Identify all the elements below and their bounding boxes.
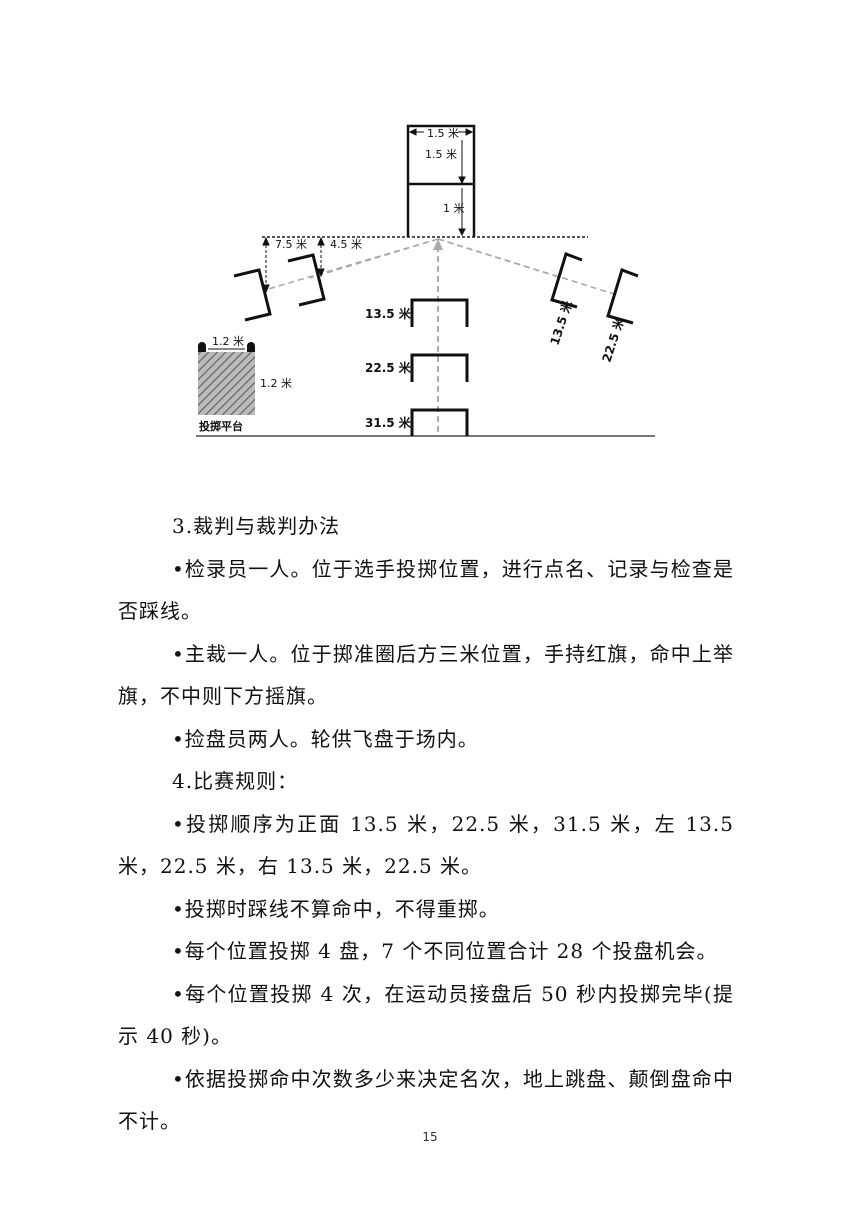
section3-item: •主裁一人。位于掷准圈后方三米位置，手持红旗，命中上举旗，不中则下方摇旗。: [118, 641, 734, 709]
section4-item: •投掷顺序为正面 13.5 米，22.5 米，31.5 米，左 13.5 米，2…: [118, 811, 734, 879]
diagonal-throw-lines: [264, 238, 615, 295]
document-body: 3.裁判与裁判办法 •检录员一人。位于选手投掷位置，进行点名、记录与检查是否踩线…: [0, 505, 860, 1143]
platform-post-left: [198, 342, 206, 352]
label-platform-name: 投掷平台: [199, 419, 243, 433]
center-target-2: [410, 353, 469, 382]
label-right-2: 22.5 米: [599, 315, 628, 364]
label-center-2: 22.5 米: [365, 360, 412, 375]
center-target-1: [410, 298, 469, 327]
label-right-1: 13.5 米: [547, 298, 576, 347]
right-target-2: [606, 268, 639, 325]
label-gap-1m: 1 米: [443, 202, 465, 215]
field-layout-diagram: 1.5 米 1.5 米 1 米 7.5 米 4.5 米 13.5 米 22.5 …: [196, 124, 655, 437]
section4-item: •依据投掷命中次数多少来决定名次，地上跳盘、颠倒盘命中不计。: [118, 1066, 734, 1134]
section3-heading: 3.裁判与裁判办法: [172, 514, 341, 538]
center-arrowhead: [433, 239, 443, 250]
label-center-1: 13.5 米: [365, 306, 412, 321]
label-top-height: 1.5 米: [425, 148, 457, 161]
section4-heading: 4.比赛规则：: [172, 769, 299, 793]
label-center-3: 31.5 米: [365, 415, 412, 430]
left-target-near: [287, 253, 326, 307]
section4-item: •每个位置投掷 4 次，在运动员接盘后 50 秒内投掷完毕(提示 40 秒)。: [118, 981, 734, 1049]
section4-item: •投掷时踩线不算命中，不得重掷。: [172, 896, 500, 921]
section3-item: •检录员一人。位于选手投掷位置，进行点名、记录与检查是否踩线。: [118, 556, 734, 624]
right-target-1: [550, 252, 583, 309]
left-target-far: [233, 268, 272, 322]
label-left-far: 7.5 米: [275, 238, 307, 251]
label-platform-height: 1.2 米: [260, 377, 292, 390]
top-target-frame: [406, 124, 476, 237]
section4-item: •每个位置投掷 4 盘，7 个不同位置合计 28 个投盘机会。: [172, 939, 718, 963]
top-dimension-arrows: [408, 128, 474, 237]
platform-post-right: [247, 342, 255, 352]
label-top-width: 1.5 米: [427, 127, 459, 140]
section3-item: •捡盘员两人。轮供飞盘于场内。: [172, 726, 479, 751]
label-left-near: 4.5 米: [330, 238, 362, 251]
center-target-3: [410, 408, 469, 436]
throwing-platform: [198, 352, 255, 415]
page-number: 15: [422, 1130, 438, 1144]
label-platform-width: 1.2 米: [212, 335, 244, 348]
